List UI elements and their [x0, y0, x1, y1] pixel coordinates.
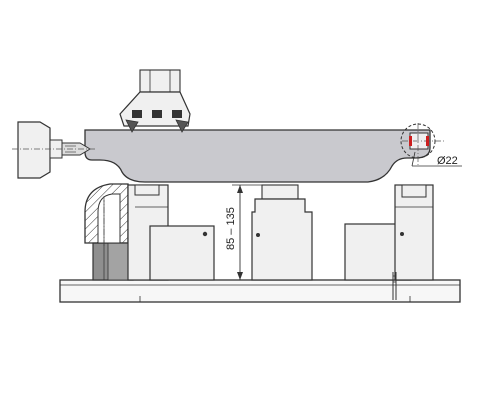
- clamp-block-right: [344, 184, 434, 300]
- milling-cutter: [119, 69, 191, 133]
- boring-tool: [12, 121, 95, 179]
- left-support-post: [92, 242, 134, 281]
- left-hatched-support: [84, 183, 129, 248]
- bore-diameter-label: Ø22: [437, 155, 458, 167]
- clamp-block-center: [251, 184, 313, 281]
- base-plate: [59, 279, 461, 303]
- workpiece: [84, 123, 445, 183]
- height-dimension: 85 – 135: [225, 184, 262, 280]
- bore-leader: Ø22: [411, 151, 462, 167]
- height-range-label: 85 – 135: [225, 207, 237, 250]
- clamp-block-left: [127, 184, 215, 281]
